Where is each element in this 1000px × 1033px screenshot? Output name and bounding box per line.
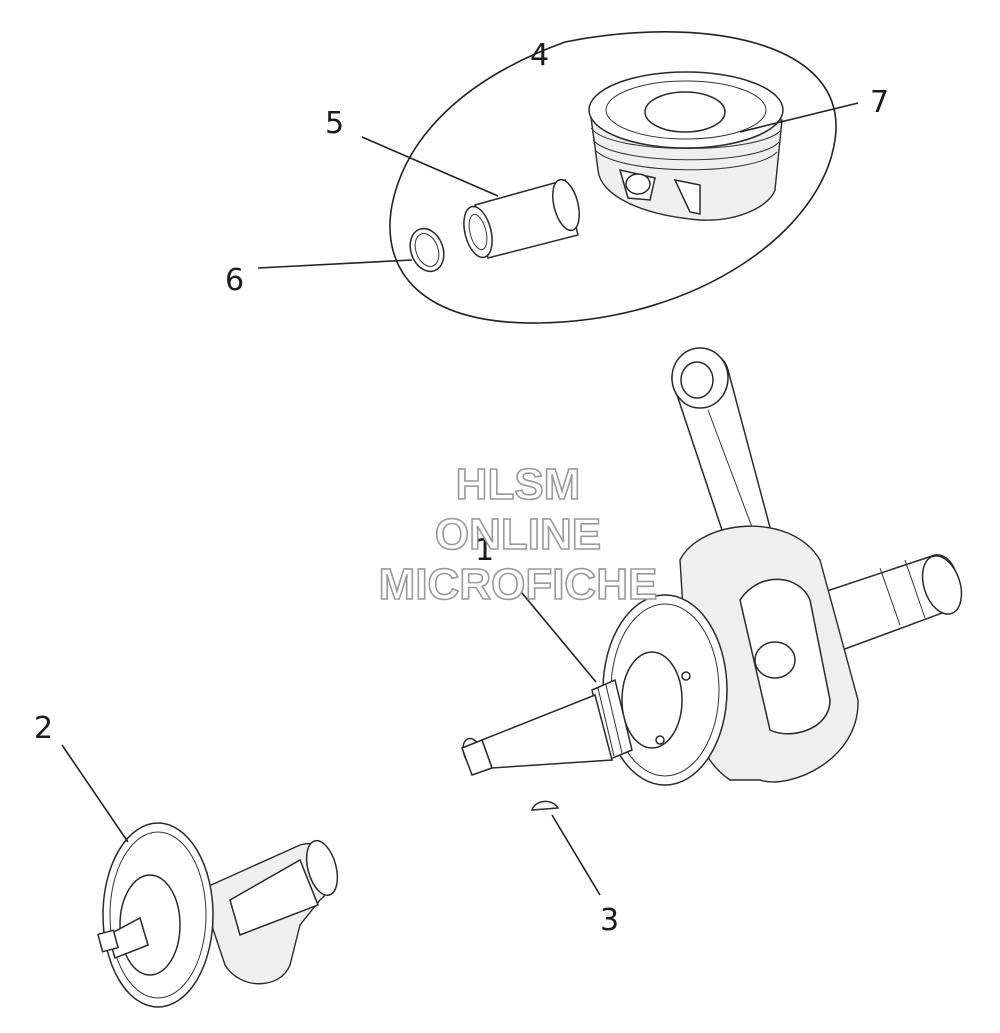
callout-1: 1 xyxy=(475,533,494,568)
leader-1 xyxy=(516,586,597,683)
piston-assembly-outline xyxy=(389,31,837,324)
callout-6: 6 xyxy=(225,263,244,298)
callout-4: 4 xyxy=(530,38,549,73)
callout-7: 7 xyxy=(870,85,889,120)
callout-2: 2 xyxy=(34,711,53,746)
watermark-line-1: HLSM xyxy=(456,460,581,509)
leader-3 xyxy=(551,814,601,896)
callout-5: 5 xyxy=(325,106,344,141)
leader-5 xyxy=(361,136,499,197)
callout-3: 3 xyxy=(600,903,619,938)
woodruff-key xyxy=(530,800,560,811)
circlip xyxy=(409,227,445,273)
piston-pin xyxy=(463,178,580,259)
crankshaft xyxy=(461,347,963,786)
leader-2 xyxy=(61,744,129,843)
leader-6 xyxy=(257,259,413,269)
piston xyxy=(588,71,784,221)
watermark-line-3: MICROFICHE xyxy=(379,560,658,609)
watermark-line-2: ONLINE xyxy=(435,510,601,559)
balance-shaft xyxy=(97,822,339,1008)
leader-7 xyxy=(739,102,859,133)
